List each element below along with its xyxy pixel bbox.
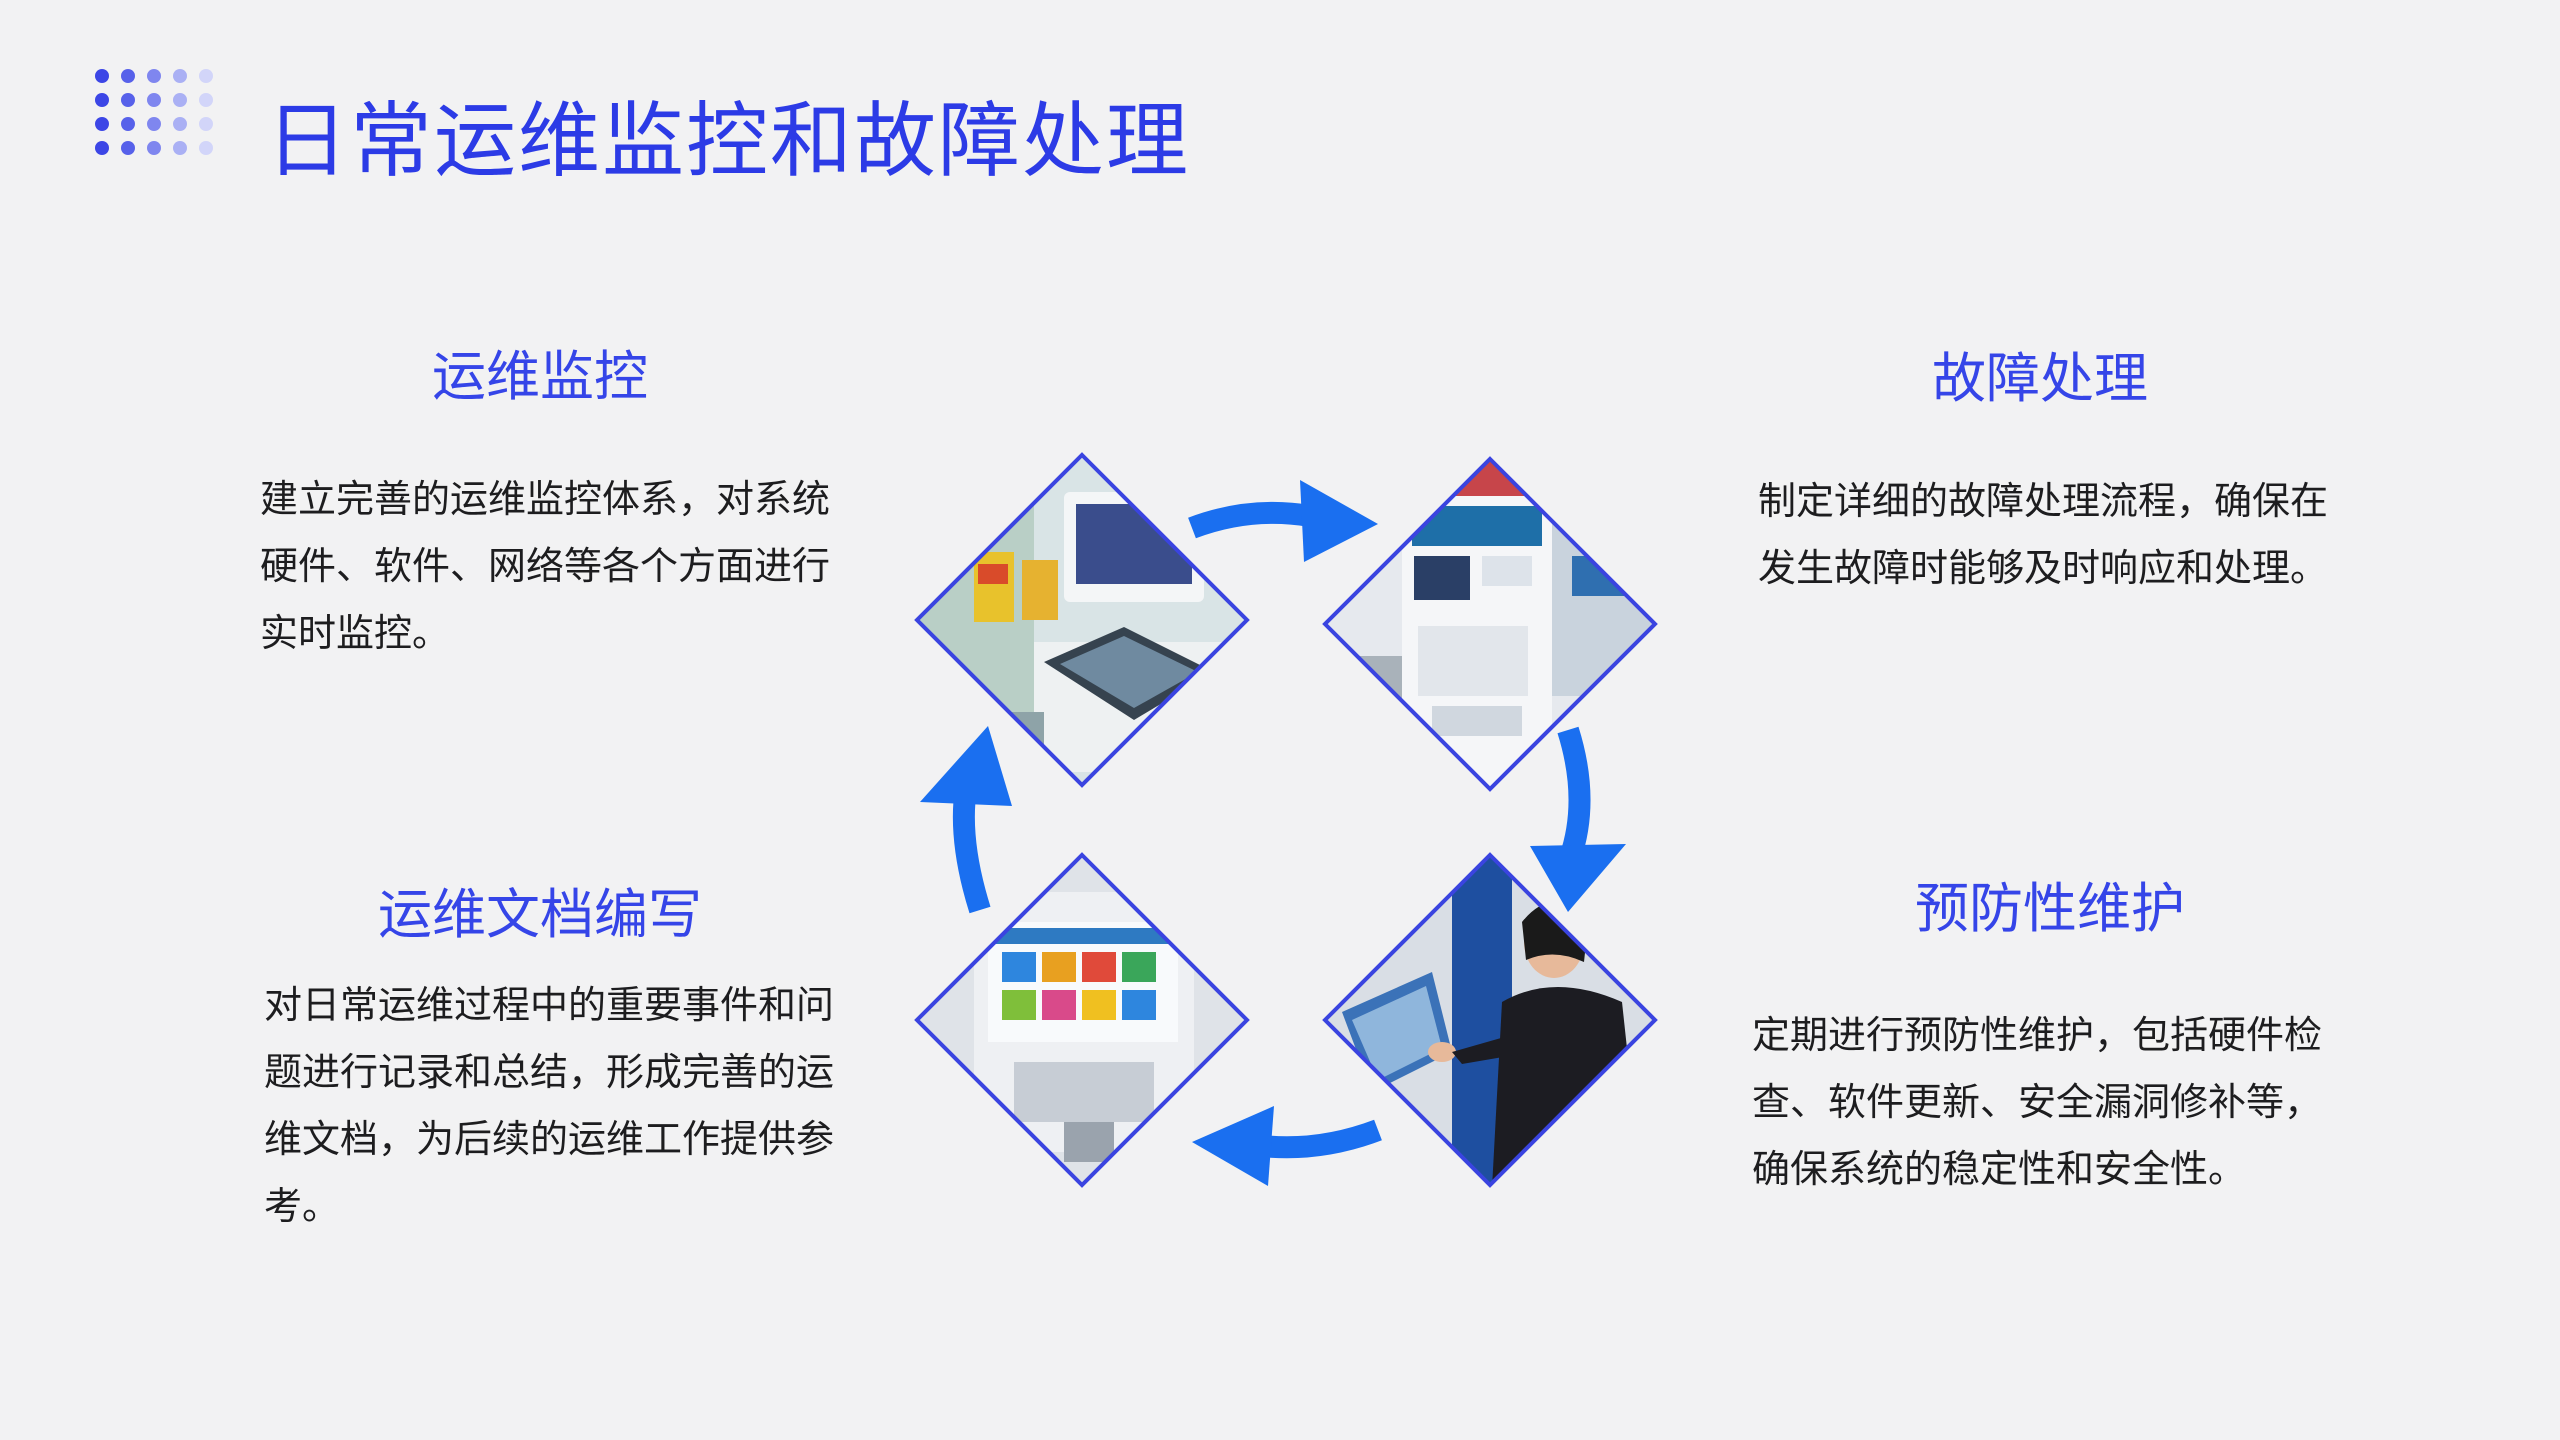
page-title: 日常运维监控和故障处理 <box>266 94 1191 189</box>
dot-grid-icon <box>95 69 213 155</box>
section-body-docs: 对日常运维过程中的重要事件和问题进行记录和总结，形成完善的运维文档，为后续的运维… <box>264 983 835 1228</box>
section-body-monitoring: 建立完善的运维监控体系，对系统硬件、软件、网络等各个方面进行实时监控。 <box>260 477 831 655</box>
section-title-monitoring: 运维监控 <box>432 345 648 408</box>
section-body-fault: 制定详细的故障处理流程，确保在发生故障时能够及时响应和处理。 <box>1758 479 2329 590</box>
section-title-docs: 运维文档编写 <box>378 883 702 946</box>
section-title-fault: 故障处理 <box>1932 347 2148 410</box>
section-title-maintenance: 预防性维护 <box>1915 877 2185 940</box>
section-body-maintenance: 定期进行预防性维护，包括硬件检查、软件更新、安全漏洞修补等，确保系统的稳定性和安… <box>1752 1013 2323 1191</box>
kiosk-photo-bottom-right <box>1322 852 1658 1188</box>
kiosk-photo-top-right <box>1322 456 1658 792</box>
kiosk-photo-top-left <box>914 452 1250 788</box>
